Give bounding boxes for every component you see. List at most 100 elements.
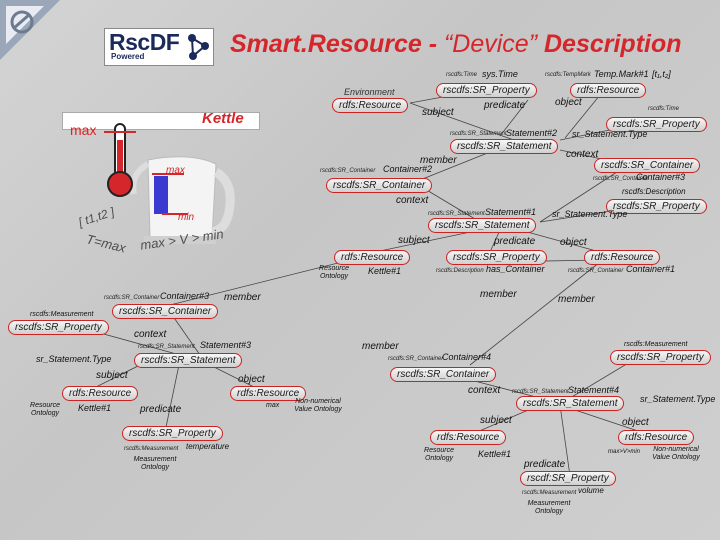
volume-label: volume bbox=[578, 486, 604, 495]
rscdf-logo-sub: Powered bbox=[111, 52, 145, 61]
measurement-ontology-note-2: Measurement Ontology bbox=[527, 500, 571, 515]
time-interval-label: [t₁,t₂] bbox=[652, 69, 671, 79]
time-class-label-2: rscdfs:Time bbox=[648, 106, 679, 112]
corner-logo-icon bbox=[0, 0, 60, 60]
has-container-label: has_Container bbox=[486, 264, 545, 274]
statement4-label: Statement#4 bbox=[568, 385, 620, 395]
edge-object-2: object bbox=[560, 237, 587, 248]
statement-type-label-4: sr_Statement.Type bbox=[640, 394, 716, 404]
temperature-label: temperature bbox=[186, 442, 230, 451]
statement2-class-label: rscdfs:SR_Statement bbox=[450, 131, 507, 137]
statement-type-label-2: sr_Statement.Type bbox=[552, 209, 628, 219]
kettle1-label-2: Kettle#1 bbox=[78, 403, 112, 413]
range-value-label: max>V>min bbox=[608, 449, 641, 455]
container4-label: Container#4 bbox=[442, 352, 492, 362]
edge-subject-2: subject bbox=[398, 235, 430, 246]
node-sr-statement-2: rscdfs:SR_Statement bbox=[450, 139, 559, 154]
tempmark-class-label: rscdfs:TempMark bbox=[545, 72, 591, 78]
node-rdfs-resource-kettle: rdfs:Resource bbox=[334, 250, 411, 265]
statement4-class-label: rscdfs:SR_Statement bbox=[512, 389, 569, 395]
edge-member-3: member bbox=[224, 292, 261, 303]
node-sr-container-2: rscdfs:SR_Container bbox=[326, 178, 433, 193]
resource-ontology-note-1: Resource Ontology bbox=[319, 265, 349, 280]
node-rdfs-resource-env: rdfs:Resource bbox=[332, 98, 409, 113]
node-sr-property-measure: rscdfs:SR_Property bbox=[610, 350, 711, 365]
measurement-class-label-3: rscdfs:Measurement bbox=[124, 446, 179, 452]
edge-object-4: object bbox=[622, 417, 649, 428]
statement3-class-label: rscdfs:SR_Statement bbox=[138, 344, 195, 350]
container2-class-label: rscdfs:SR_Container bbox=[320, 168, 376, 174]
tempmark-instance-label: Temp.Mark#1 bbox=[594, 69, 649, 79]
thermometer-icon bbox=[104, 123, 136, 197]
level-min-label: min bbox=[178, 212, 195, 223]
edge-subject-1: subject bbox=[422, 107, 454, 118]
node-sr-property-top: rscdfs:SR_Property bbox=[436, 83, 537, 98]
rscdf-logo-text: RscDF bbox=[109, 29, 180, 55]
node-sr-property-volume: rscdf:SR_Property bbox=[520, 471, 616, 486]
edge-subject-3: subject bbox=[96, 370, 128, 381]
resource-ontology-note-3: Resource Ontology bbox=[424, 447, 454, 462]
edge-predicate-2: predicate bbox=[494, 236, 536, 247]
container3-class-label-left: rscdfs:SR_Container bbox=[104, 295, 160, 301]
container3-class-label: rscdfs:SR_Container bbox=[593, 176, 649, 182]
edge-predicate-4: predicate bbox=[524, 459, 566, 470]
title-part2: Description bbox=[537, 30, 682, 58]
edge-context-3: context bbox=[134, 329, 167, 340]
non-numerical-note-2: Non-numerical Value Ontology bbox=[652, 446, 700, 461]
edge-subject-4: subject bbox=[480, 415, 512, 426]
max-label: max bbox=[70, 122, 97, 138]
edge-object-3: object bbox=[238, 374, 265, 385]
node-rdfs-resource-container: rdfs:Resource bbox=[584, 250, 661, 265]
statement3-label: Statement#3 bbox=[200, 340, 252, 350]
node-sr-container-right: rscdfs:SR_Container bbox=[594, 158, 701, 173]
header: RscDF Powered Smart.Resource - “Device” … bbox=[0, 0, 720, 72]
edge-member-4: member bbox=[558, 294, 595, 305]
node-rdfs-resource-bottom-right: rdfs:Resource bbox=[618, 430, 695, 445]
node-sr-property-time: rscdfs:SR_Property bbox=[606, 117, 707, 132]
kettle1-label-1: Kettle#1 bbox=[368, 266, 402, 276]
edge-member-5: member bbox=[362, 341, 399, 352]
time-instance-label: sys.Time bbox=[482, 69, 518, 79]
node-sr-container-4: rscdfs:SR_Container bbox=[390, 367, 497, 382]
container3-label: Container#3 bbox=[636, 172, 686, 182]
statement-type-label-1: sr_Statement.Type bbox=[572, 129, 648, 139]
measurement-ontology-note-1: Measurement Ontology bbox=[133, 456, 177, 471]
measurement-class-label-1: rscdfs:Measurement bbox=[30, 311, 94, 318]
kettle-banner bbox=[62, 112, 260, 130]
node-sr-property-left: rscdfs:SR_Property bbox=[8, 320, 109, 335]
node-rdfs-resource-mid: rdfs:Resource bbox=[230, 386, 307, 401]
node-rdfs-resource-top: rdfs:Resource bbox=[570, 83, 647, 98]
container4-class-label: rscdfs:SR_Container bbox=[388, 356, 444, 362]
time-class-label: rscdfs:Time bbox=[446, 72, 477, 78]
level-bar-icon bbox=[152, 173, 188, 215]
description-class-label: rscdfs:Description bbox=[622, 187, 686, 196]
edge-member-2: member bbox=[480, 289, 517, 300]
environment-label: Environment bbox=[344, 87, 395, 97]
title-part1: Smart.Resource - bbox=[230, 30, 444, 58]
description-class-label-2: rscdfs:Description bbox=[436, 268, 484, 274]
level-max-label: max bbox=[166, 165, 185, 176]
node-sr-property-temp: rscdfs:SR_Property bbox=[122, 426, 223, 441]
kettle1-label-3: Kettle#1 bbox=[478, 449, 512, 459]
node-sr-container-left: rscdfs:SR_Container bbox=[112, 304, 219, 319]
network-icon bbox=[188, 34, 209, 60]
edge-predicate-1: predicate bbox=[484, 100, 526, 111]
node-sr-property-container: rscdfs:SR_Property bbox=[446, 250, 547, 265]
rscdf-logo: RscDF Powered bbox=[104, 28, 214, 66]
edge-object-1: object bbox=[555, 97, 582, 108]
container3-label-left: Container#3 bbox=[160, 291, 210, 301]
measurement-class-label-4: rscdfs:Measurement bbox=[522, 490, 577, 496]
container1-class-label: rscdfs:SR_Container bbox=[568, 268, 624, 274]
max-value-label: max bbox=[266, 402, 280, 409]
resource-ontology-note-2: Resource Ontology bbox=[30, 402, 60, 417]
page-title: Smart.Resource - “Device” Description bbox=[230, 30, 682, 59]
edge-context-2: context bbox=[396, 195, 429, 206]
statement-type-label-3: sr_Statement.Type bbox=[36, 354, 112, 364]
node-rdfs-resource-bottom: rdfs:Resource bbox=[430, 430, 507, 445]
kettle-label: Kettle bbox=[202, 110, 244, 127]
node-sr-statement-3: rscdfs:SR_Statement bbox=[134, 353, 243, 368]
statement1-class-label: rscdfs:SR_Statement bbox=[428, 211, 485, 217]
measurement-class-label-2: rscdfs:Measurement bbox=[624, 341, 688, 348]
statement1-label: Statement#1 bbox=[485, 207, 537, 217]
node-sr-statement-4: rscdfs:SR_Statement bbox=[516, 396, 625, 411]
